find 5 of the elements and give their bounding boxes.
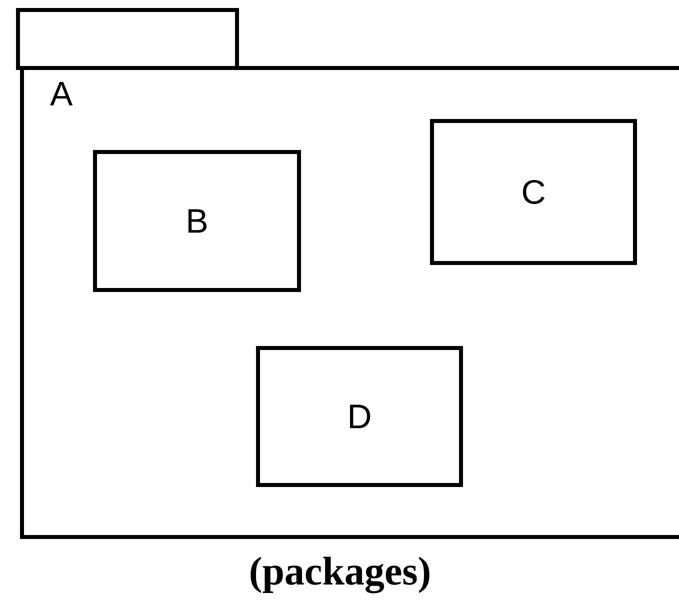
class-box: B: [93, 150, 301, 292]
class-box: D: [256, 346, 463, 487]
class-box: C: [430, 119, 637, 265]
node-label: A: [50, 82, 73, 106]
caption: (packages): [250, 556, 430, 594]
